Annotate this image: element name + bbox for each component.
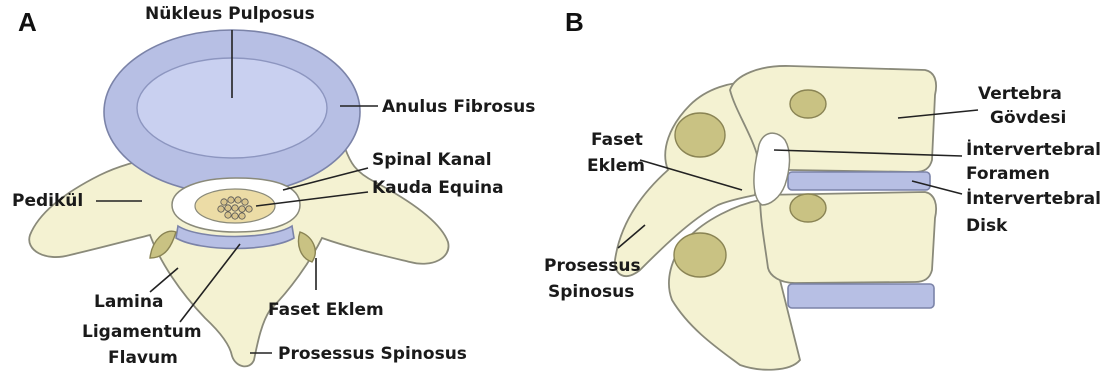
panel-b-drawing	[615, 66, 936, 370]
facet-oval-lower	[674, 233, 726, 277]
label-disk-line1: İntervertebral	[966, 189, 1101, 209]
label-pedikul: Pedikül	[12, 191, 83, 211]
label-vertebra: Vertebra	[978, 84, 1062, 104]
label-prosessus-spinosus-a: Prosessus Spinosus	[278, 344, 467, 364]
panel-label-b: B	[565, 8, 584, 36]
intervertebral-disc-lower	[788, 284, 934, 308]
label-govdesi: Gövdesi	[990, 108, 1066, 128]
label-faset: Faset	[591, 130, 643, 150]
lower-vertebra-body	[760, 192, 936, 283]
label-kauda-equina: Kauda Equina	[372, 178, 504, 198]
label-spinosus-b: Spinosus	[548, 282, 634, 302]
pedicle-oval-upper	[790, 90, 826, 118]
label-disk-line2: Disk	[966, 216, 1007, 236]
label-eklem: Eklem	[587, 156, 645, 176]
facet-oval-upper	[675, 113, 725, 157]
intervertebral-disc-upper	[788, 172, 930, 190]
pedicle-oval-lower	[790, 194, 826, 222]
label-spinal-kanal: Spinal Kanal	[372, 150, 492, 170]
label-flavum: Flavum	[108, 348, 178, 368]
label-ligamentum: Ligamentum	[82, 322, 202, 342]
label-foramen-line2: Foramen	[966, 164, 1050, 184]
label-nucleus-pulposus: Nükleus Pulposus	[145, 4, 315, 24]
label-faset-eklem-a: Faset Eklem	[268, 300, 384, 320]
label-prosessus-b: Prosessus	[544, 256, 641, 276]
label-lamina: Lamina	[94, 292, 163, 312]
panel-label-a: A	[18, 8, 37, 36]
label-anulus-fibrosus: Anulus Fibrosus	[382, 97, 535, 117]
label-foramen-line1: İntervertebral	[966, 140, 1101, 160]
panel-a-drawing	[29, 30, 448, 366]
